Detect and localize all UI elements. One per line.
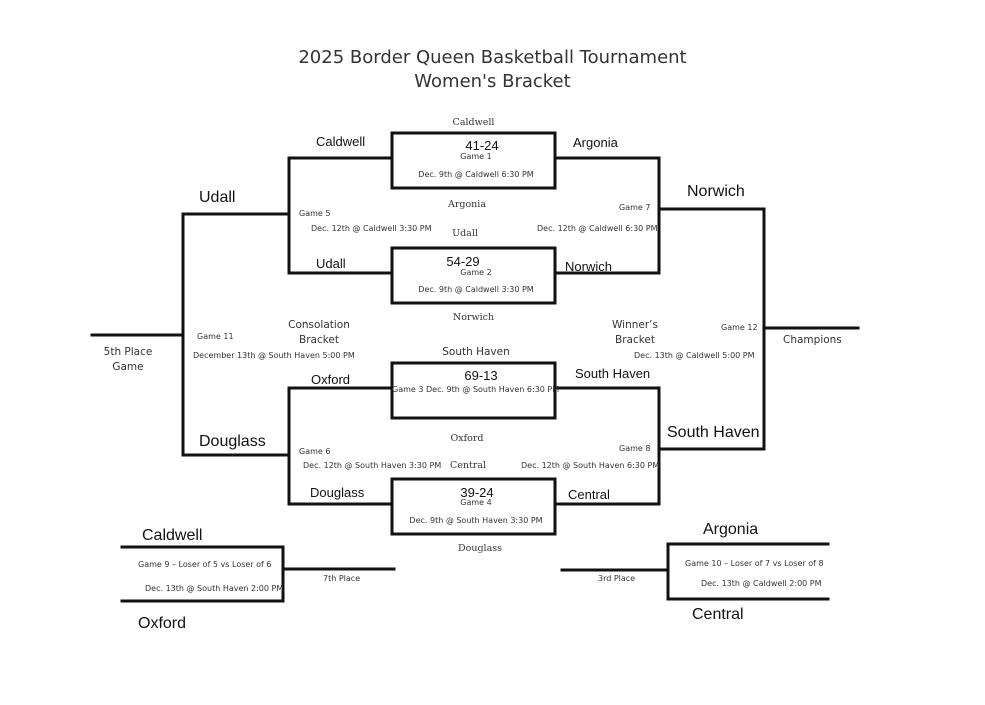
game10-top-team: Argonia	[703, 521, 759, 538]
game8-winner: South Haven	[667, 424, 760, 441]
game2-info: Dec. 9th @ Caldwell 3:30 PM	[418, 285, 534, 294]
game3-left-team: Oxford	[311, 372, 351, 387]
game3-score: 69-13	[464, 368, 498, 383]
title-line2: Women's Bracket	[414, 71, 571, 92]
game3-box	[390, 361, 557, 420]
game6-info: Dec. 12th @ South Haven 3:30 PM	[303, 461, 442, 470]
game1-left-team: Caldwell	[316, 134, 366, 149]
game9-bottom-team: Oxford	[138, 615, 187, 632]
game2-right-team: Norwich	[565, 259, 612, 274]
game9-info: Dec. 13th @ South Haven 2:00 PM	[145, 584, 284, 593]
game10-desc: Game 10 – Loser of 7 vs Loser of 8	[685, 559, 824, 568]
game5-winner: Udall	[199, 189, 236, 206]
game7-number: Game 7	[619, 203, 651, 212]
game4-right-team: Central	[568, 487, 610, 502]
game11-number: Game 11	[197, 332, 234, 341]
game9-desc: Game 9 – Loser of 5 vs Loser of 6	[138, 560, 272, 569]
game7-info: Dec. 12th @ Caldwell 6:30 PM	[537, 224, 658, 233]
game6-number: Game 6	[299, 447, 331, 456]
game3-right-team: South Haven	[575, 366, 651, 381]
game10-bottom-team: Central	[692, 606, 744, 623]
game7-connector	[553, 156, 661, 275]
game12-number: Game 12	[721, 323, 758, 332]
winners-bracket-label: Winner’s Bracket	[612, 319, 658, 346]
game1-box	[390, 131, 557, 190]
consolation-bracket-label: Consolation Bracket	[288, 319, 350, 346]
game8-info: Dec. 12th @ South Haven 6:30 PM	[521, 461, 660, 470]
game4-number: Game 4	[460, 498, 492, 507]
game10-connector	[666, 542, 830, 601]
game4-info: Dec. 9th @ South Haven 3:30 PM	[409, 516, 543, 525]
game3-info: Game 3 Dec. 9th @ South Haven 6:30 PM	[392, 385, 560, 394]
game3-bottom-label: Oxford	[450, 433, 484, 444]
game5-number: Game 5	[299, 209, 331, 218]
game7-winner: Norwich	[687, 183, 745, 200]
game1-score: 41-24	[465, 138, 499, 153]
game4-top-label: Central	[449, 460, 487, 471]
game1-number: Game 1	[460, 152, 492, 161]
game2-left-team: Udall	[316, 256, 346, 271]
game2-score: 54-29	[446, 254, 480, 269]
game4-box	[390, 477, 557, 536]
game2-box	[390, 246, 557, 305]
game2-number: Game 2	[460, 268, 492, 277]
game4-score: 39-24	[460, 485, 494, 500]
game1-top-label: Caldwell	[452, 117, 495, 128]
game12-info: Dec. 13th @ Caldwell 5:00 PM	[634, 351, 755, 360]
game8-number: Game 8	[619, 444, 651, 453]
game2-bottom-label: Norwich	[452, 312, 495, 323]
game3-top-label: South Haven	[442, 346, 510, 358]
game1-info: Dec. 9th @ Caldwell 6:30 PM	[418, 170, 534, 179]
seventh-place-label: 7th Place	[323, 574, 361, 583]
fifth-place-label: 5th Place Game	[103, 346, 153, 373]
game4-bottom-label: Douglass	[458, 543, 502, 554]
third-place-label: 3rd Place	[598, 574, 636, 583]
title-line1: 2025 Border Queen Basketball Tournament	[298, 47, 687, 68]
game11-info: December 13th @ South Haven 5:00 PM	[193, 351, 355, 360]
game6-winner: Douglass	[199, 433, 266, 450]
game10-info: Dec. 13th @ Caldwell 2:00 PM	[701, 579, 822, 588]
game9-connector	[120, 545, 285, 603]
game2-top-label: Udall	[452, 228, 478, 239]
game9-top-team: Caldwell	[142, 527, 203, 544]
game1-bottom-label: Argonia	[447, 199, 487, 210]
game8-connector	[553, 386, 661, 506]
game5-info: Dec. 12th @ Caldwell 3:30 PM	[311, 224, 432, 233]
game4-left-team: Douglass	[310, 485, 365, 500]
game6-connector	[287, 386, 394, 506]
champions-label: Champions	[783, 334, 842, 346]
game1-right-team: Argonia	[573, 135, 618, 150]
